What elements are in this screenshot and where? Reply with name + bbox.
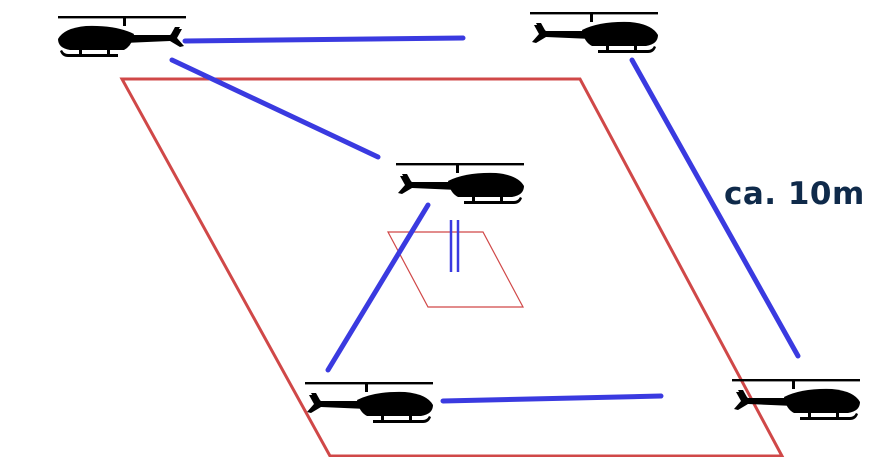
link-bottom-left-to-bottom-right	[443, 396, 661, 401]
helicopter-icon-center	[396, 163, 524, 204]
helicopter-icon-bottom-left	[305, 382, 433, 423]
helicopter-icon-top-left	[58, 16, 186, 57]
link-top-left-to-top-right	[185, 38, 463, 41]
landing-pad-outline	[388, 232, 523, 307]
distance-label: ca. 10m	[724, 176, 865, 212]
link-top-left-to-center	[172, 60, 378, 157]
link-center-to-bottom-left	[328, 205, 428, 370]
helicopter-icon-bottom-right	[732, 379, 860, 420]
helicopter-icon-top-right	[530, 12, 658, 53]
